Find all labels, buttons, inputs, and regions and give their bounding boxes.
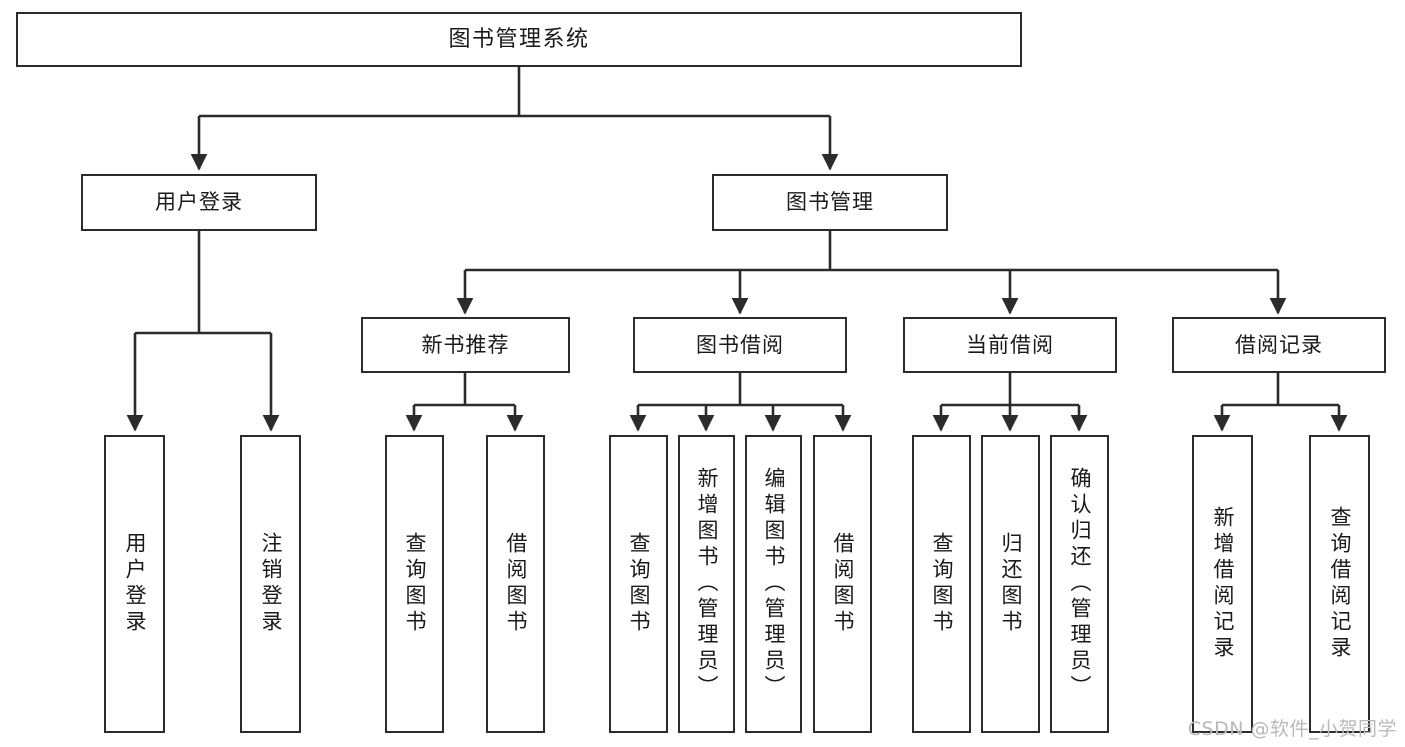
node-borrow-record-label: 借阅记录 <box>1235 332 1323 357</box>
node-leaf-borrow-book-2[interactable]: 借阅图书 <box>813 435 872 733</box>
node-leaf-user-login-label: 用户登录 <box>123 532 147 636</box>
node-leaf-user-login[interactable]: 用户登录 <box>104 435 165 733</box>
node-leaf-edit-book[interactable]: 编辑图书（管理员） <box>745 435 802 733</box>
node-book-manage-label: 图书管理 <box>786 190 874 214</box>
node-book-borrow[interactable]: 图书借阅 <box>633 317 847 373</box>
node-user-login-label: 用户登录 <box>155 190 243 214</box>
node-user-login[interactable]: 用户登录 <box>81 174 317 231</box>
node-leaf-query-book-2[interactable]: 查询图书 <box>609 435 668 733</box>
node-leaf-query-book-3[interactable]: 查询图书 <box>912 435 971 733</box>
node-book-borrow-label: 图书借阅 <box>696 332 784 357</box>
node-leaf-return-book[interactable]: 归还图书 <box>981 435 1040 733</box>
node-leaf-borrow-book-2-label: 借阅图书 <box>831 532 855 636</box>
node-leaf-confirm-return[interactable]: 确认归还（管理员） <box>1050 435 1109 733</box>
node-book-manage[interactable]: 图书管理 <box>712 174 948 231</box>
node-leaf-query-record-label: 查询借阅记录 <box>1328 506 1352 662</box>
node-leaf-confirm-return-label: 确认归还（管理员） <box>1068 467 1092 701</box>
node-leaf-query-record[interactable]: 查询借阅记录 <box>1309 435 1370 733</box>
node-leaf-logout-login-label: 注销登录 <box>259 532 283 636</box>
node-leaf-query-book-3-label: 查询图书 <box>930 532 954 636</box>
node-current-borrow-label: 当前借阅 <box>966 332 1054 357</box>
node-root-label: 图书管理系统 <box>448 26 590 52</box>
node-leaf-return-book-label: 归还图书 <box>999 532 1023 636</box>
node-leaf-add-book-label: 新增图书（管理员） <box>695 467 719 701</box>
csdn-watermark: CSDN @软件_小贺同学 <box>1187 718 1397 740</box>
node-new-book-recommend[interactable]: 新书推荐 <box>361 317 570 373</box>
node-leaf-borrow-book-1-label: 借阅图书 <box>504 532 528 636</box>
node-new-book-recommend-label: 新书推荐 <box>421 332 510 357</box>
node-leaf-edit-book-label: 编辑图书（管理员） <box>762 467 786 701</box>
node-leaf-logout-login[interactable]: 注销登录 <box>240 435 301 733</box>
node-leaf-query-book-1-label: 查询图书 <box>403 532 427 636</box>
node-leaf-add-record[interactable]: 新增借阅记录 <box>1192 435 1253 733</box>
node-borrow-record[interactable]: 借阅记录 <box>1172 317 1386 373</box>
node-root[interactable]: 图书管理系统 <box>16 12 1022 67</box>
node-leaf-add-record-label: 新增借阅记录 <box>1211 506 1235 662</box>
node-leaf-query-book-1[interactable]: 查询图书 <box>385 435 444 733</box>
node-leaf-add-book[interactable]: 新增图书（管理员） <box>678 435 735 733</box>
node-current-borrow[interactable]: 当前借阅 <box>903 317 1117 373</box>
node-leaf-borrow-book-1[interactable]: 借阅图书 <box>486 435 545 733</box>
node-leaf-query-book-2-label: 查询图书 <box>627 532 651 636</box>
